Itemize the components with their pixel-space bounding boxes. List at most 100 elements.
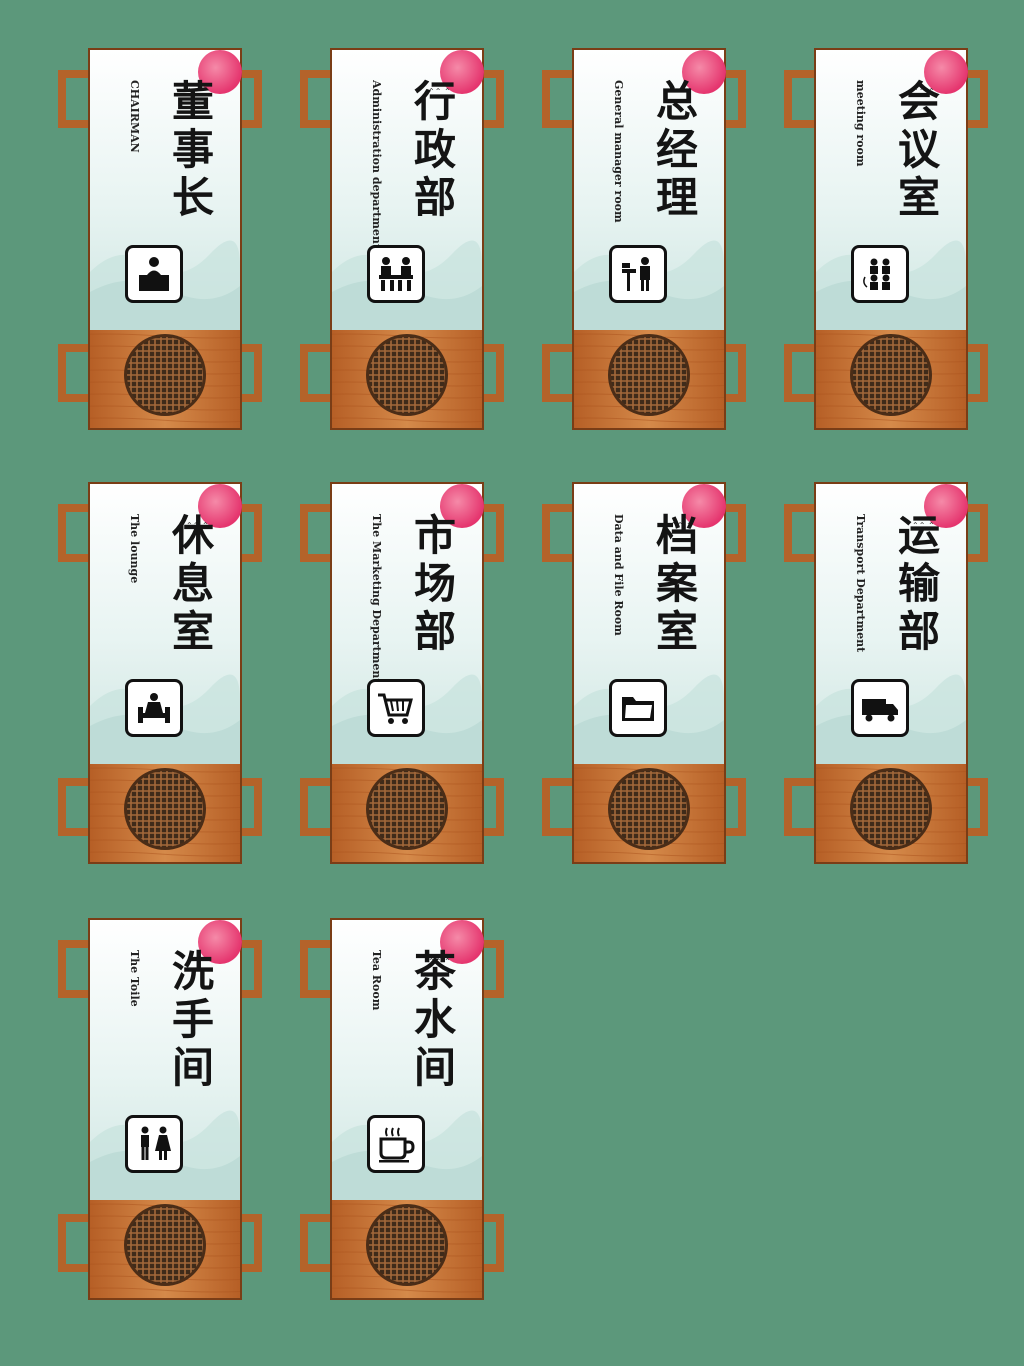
title-char: 茶水间 — [414, 948, 456, 1092]
svg-text:⌃⌃ ⌃: ⌃⌃ ⌃ — [186, 87, 209, 96]
truck-icon — [862, 699, 898, 722]
title-glyph: 室 — [655, 607, 698, 656]
title-glyph: 场 — [413, 559, 456, 608]
title-char: 董事长 — [172, 78, 214, 222]
title-glyph: 档 — [655, 511, 698, 560]
wooden-frame: ⌃⌃ ⌃ — [542, 482, 746, 864]
svg-text:⌃⌃ ⌃: ⌃⌃ ⌃ — [670, 521, 693, 530]
title-char: 总经理 — [656, 78, 698, 222]
sign-title-english: Tea Room — [370, 950, 383, 1011]
title-char: 洗手间 — [172, 948, 214, 1092]
office-sign: ⌃⌃ ⌃ 市场部 The Marketing Department — [292, 476, 512, 866]
wooden-frame: ⌃⌃ ⌃ — [300, 48, 504, 430]
icon-frame — [367, 679, 425, 737]
svg-text:⌃⌃ ⌃: ⌃⌃ ⌃ — [428, 521, 451, 530]
title-glyph: 长 — [171, 173, 214, 222]
office-sign: ⌃⌃ ⌃ 洗手间 The Toile — [50, 912, 270, 1302]
title-glyph: 茶 — [413, 947, 456, 996]
title-glyph: 息 — [171, 559, 214, 608]
svg-text:⌃⌃ ⌃: ⌃⌃ ⌃ — [912, 87, 935, 96]
title-char: 休息室 — [172, 512, 214, 656]
sign-title-english: The lounge — [128, 514, 141, 584]
tea-cup-icon — [379, 1127, 415, 1163]
title-char: 档案室 — [656, 512, 698, 656]
conference-table-icon — [863, 258, 890, 290]
title-glyph: 总 — [655, 77, 698, 126]
wooden-frame: ⌃⌃ ⌃ — [784, 482, 988, 864]
svg-text:⌃⌃ ⌃: ⌃⌃ ⌃ — [428, 957, 451, 966]
icon-frame — [125, 1115, 183, 1173]
manager-office-icon — [622, 257, 650, 291]
svg-text:⌃⌃ ⌃: ⌃⌃ ⌃ — [428, 87, 451, 96]
sign-title-chinese: 运输部 — [888, 512, 950, 656]
restroom-icon — [141, 1126, 171, 1160]
title-glyph: 水 — [413, 995, 456, 1044]
sign-title-english: The Marketing Department — [370, 514, 383, 684]
icon-frame — [851, 679, 909, 737]
sign-title-chinese: 茶水间 — [404, 948, 466, 1092]
wooden-frame: ⌃⌃ ⌃ — [300, 482, 504, 864]
title-glyph: 间 — [171, 1043, 214, 1092]
sign-title-english: meeting room — [854, 80, 867, 167]
sign-title-english: Data and File Room — [612, 514, 625, 636]
wooden-frame: ⌃⌃ ⌃ — [784, 48, 988, 430]
title-glyph: 运 — [897, 511, 940, 560]
sign-title-chinese: 总经理 — [646, 78, 708, 222]
sign-title-english: Transport Department — [854, 514, 867, 653]
sign-title-chinese: 董事长 — [162, 78, 224, 222]
icon-frame — [851, 245, 909, 303]
title-glyph: 董 — [171, 77, 214, 126]
folder-icon — [622, 697, 654, 721]
wooden-frame: ⌃⌃ ⌃ — [58, 48, 262, 430]
sign-title-chinese: 行政部 — [404, 78, 466, 222]
office-sign: ⌃⌃ ⌃ 档案室 Data and File Room — [534, 476, 754, 866]
wooden-frame: ⌃⌃ ⌃ — [58, 918, 262, 1300]
title-char: 会议室 — [898, 78, 940, 222]
title-glyph: 政 — [413, 125, 456, 174]
svg-text:⌃⌃ ⌃: ⌃⌃ ⌃ — [670, 87, 693, 96]
wooden-frame: ⌃⌃ ⌃ — [58, 482, 262, 864]
svg-text:⌃⌃ ⌃: ⌃⌃ ⌃ — [912, 521, 935, 530]
sign-title-english: The Toile — [128, 950, 141, 1007]
title-glyph: 理 — [655, 173, 698, 222]
office-sign: ⌃⌃ ⌃ 总经理 General manager room — [534, 42, 754, 432]
office-sign: ⌃⌃ ⌃ 休息室 The lounge — [50, 476, 270, 866]
lounge-sofa-icon — [138, 693, 170, 723]
office-sign: ⌃⌃ ⌃ 茶水间 Tea Room — [292, 912, 512, 1302]
office-sign: ⌃⌃ ⌃ 运输部 Transport Department — [776, 476, 996, 866]
title-glyph: 室 — [171, 607, 214, 656]
title-glyph: 经 — [655, 125, 698, 174]
sign-title-chinese: 会议室 — [888, 78, 950, 222]
icon-frame — [609, 679, 667, 737]
icon-frame — [125, 245, 183, 303]
sign-title-chinese: 洗手间 — [162, 948, 224, 1092]
title-char: 行政部 — [414, 78, 456, 222]
title-glyph: 案 — [655, 559, 698, 608]
icon-frame — [609, 245, 667, 303]
title-glyph: 行 — [413, 77, 456, 126]
shopping-cart-icon — [378, 693, 413, 724]
wooden-frame: ⌃⌃ ⌃ — [300, 918, 504, 1300]
sign-title-chinese: 休息室 — [162, 512, 224, 656]
sign-title-english: General manager room — [612, 80, 625, 223]
title-glyph: 手 — [171, 995, 214, 1044]
sign-title-chinese: 档案室 — [646, 512, 708, 656]
title-char: 运输部 — [898, 512, 940, 656]
icon-frame — [125, 679, 183, 737]
svg-text:⌃⌃ ⌃: ⌃⌃ ⌃ — [186, 957, 209, 966]
sign-title-english: Administration department — [370, 80, 383, 249]
title-glyph: 部 — [413, 607, 456, 656]
office-sign: ⌃⌃ ⌃ 董事长 CHAIRMAN — [50, 42, 270, 432]
icon-frame — [367, 1115, 425, 1173]
title-glyph: 市 — [413, 511, 456, 560]
title-glyph: 部 — [897, 607, 940, 656]
sign-title-chinese: 市场部 — [404, 512, 466, 656]
title-glyph: 会 — [897, 77, 940, 126]
title-glyph: 洗 — [171, 947, 214, 996]
title-glyph: 事 — [171, 125, 214, 174]
boss-desk-icon — [139, 257, 169, 291]
meeting-people-icon — [379, 257, 413, 291]
office-sign: ⌃⌃ ⌃ 行政部 Administration department — [292, 42, 512, 432]
title-glyph: 室 — [897, 173, 940, 222]
title-glyph: 部 — [413, 173, 456, 222]
